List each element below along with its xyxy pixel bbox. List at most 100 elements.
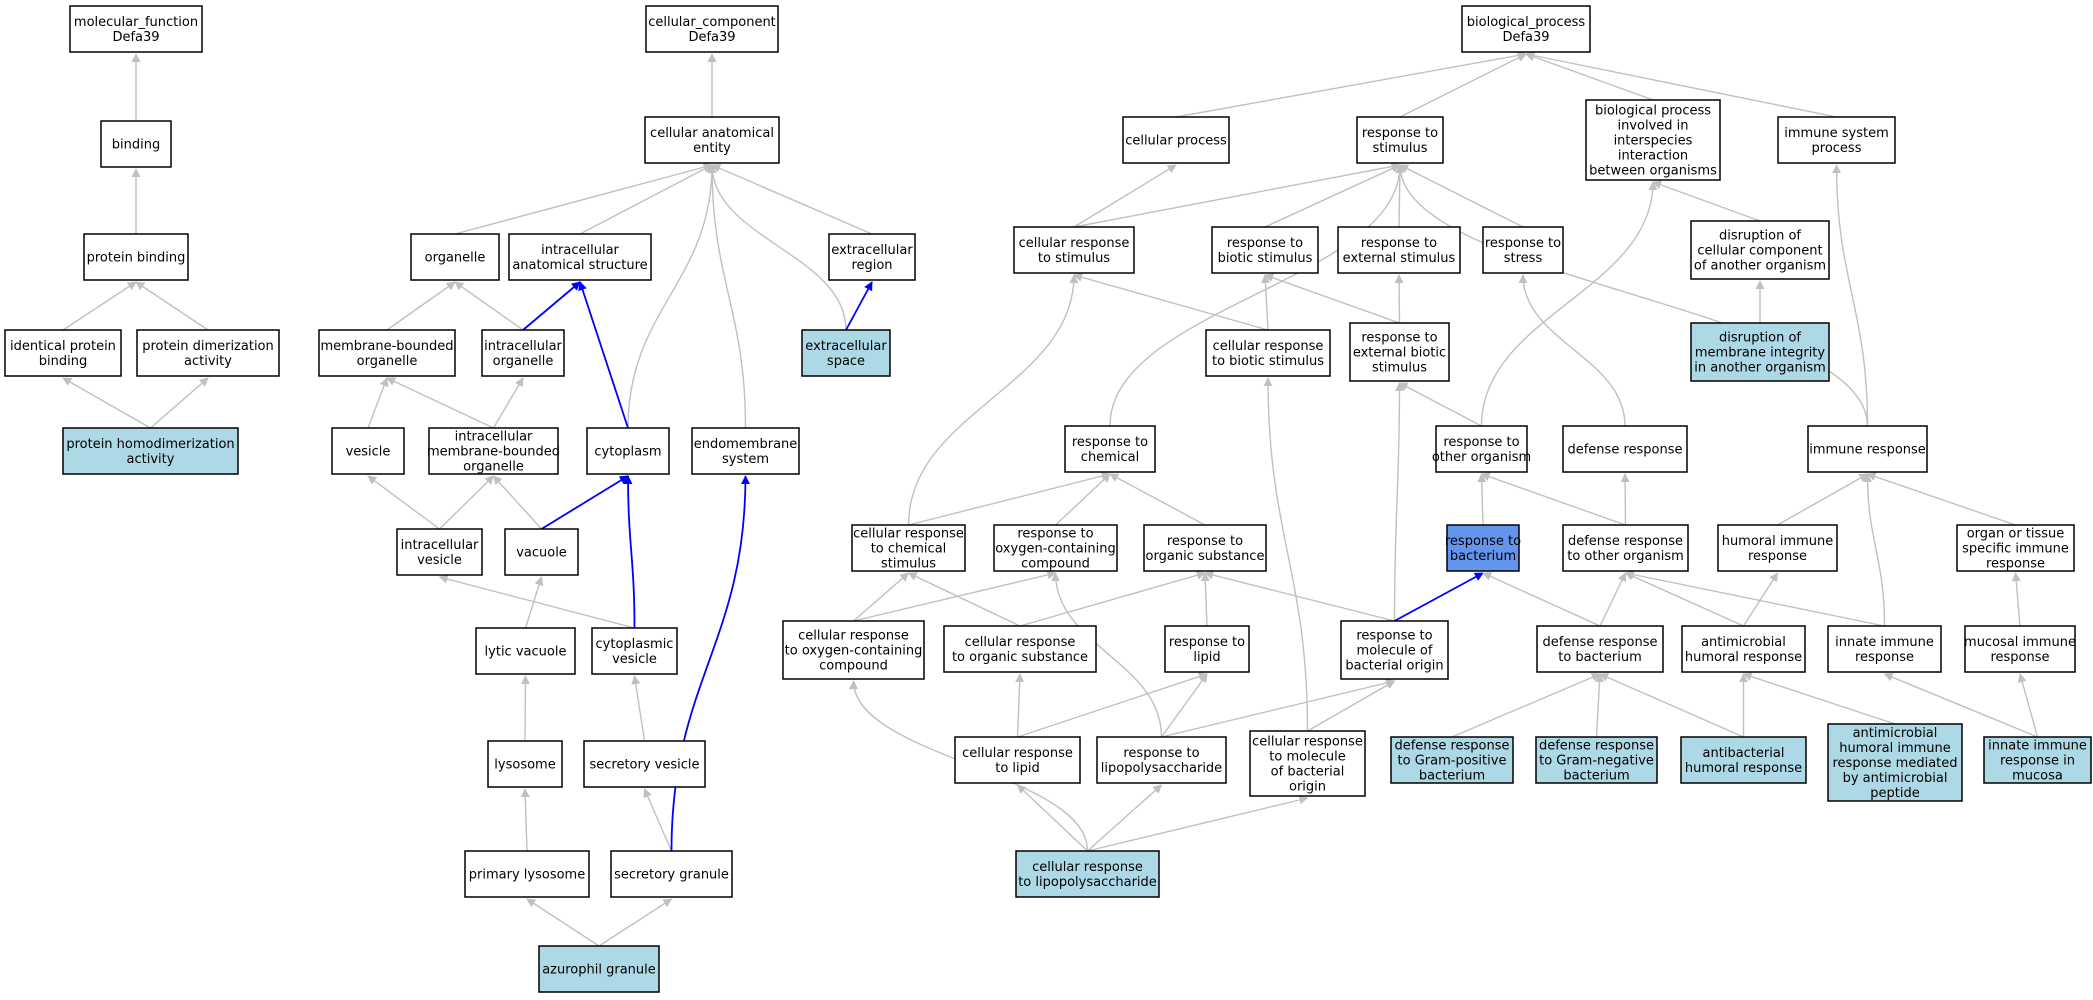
edge <box>1307 680 1396 732</box>
node-label: defense response <box>1539 739 1654 754</box>
node-box <box>1690 322 1830 382</box>
node-label: binding <box>112 138 160 153</box>
node-label: vesicle <box>346 445 391 460</box>
edge <box>367 377 389 429</box>
node-label: to biotic stimulus <box>1212 354 1324 369</box>
node-label: bacterium <box>1563 769 1629 784</box>
node-label: defense response <box>1567 443 1682 458</box>
node-box <box>1681 625 1806 673</box>
is-a-edge <box>623 475 636 629</box>
edge-layer <box>62 51 2039 947</box>
node-label: cellular response <box>853 527 964 542</box>
node-label: protein homodimerization <box>66 437 234 452</box>
edge <box>1260 274 1270 331</box>
node-label: molecule of <box>1357 644 1433 659</box>
is-a-edge <box>1055 473 1111 526</box>
node-label: cellular component <box>1697 244 1822 259</box>
node-label: lytic vacuole <box>485 645 567 660</box>
node-label: peptide <box>1870 786 1919 801</box>
is-a-edge <box>1599 673 1744 738</box>
is-a-edge <box>1307 680 1396 732</box>
node-label: involved in <box>1617 119 1688 134</box>
go-term-node: primary lysosome <box>464 850 590 898</box>
node-box <box>1562 524 1689 572</box>
is-a-edge <box>1087 795 1309 852</box>
node-label: to Gram-negative <box>1539 754 1654 769</box>
node-box <box>782 620 925 680</box>
node-label: space <box>827 354 865 369</box>
node-label: response to <box>1167 534 1243 549</box>
is-a-edge <box>1525 52 1654 101</box>
node-box <box>100 120 172 168</box>
node-label: cytoplasm <box>594 445 661 460</box>
is-a-edge <box>1742 572 1779 627</box>
node-box <box>83 233 189 281</box>
edge <box>1599 572 1627 627</box>
edge <box>1599 673 1744 738</box>
edge <box>1109 164 1405 427</box>
is-a-edge <box>1624 572 1744 627</box>
node-label: membrane-bounded <box>320 339 453 354</box>
edge <box>454 281 524 331</box>
node-box <box>943 625 1097 673</box>
node-box <box>136 329 280 377</box>
edge <box>1525 51 1837 118</box>
node-label: response to <box>1445 534 1521 549</box>
node-label: lysosome <box>494 758 555 773</box>
edge <box>1073 164 1177 228</box>
edge <box>707 164 847 331</box>
edge <box>631 675 646 742</box>
node-label: process <box>1812 141 1862 156</box>
node-label: response in <box>2000 754 2075 769</box>
edge <box>1015 673 1025 738</box>
edge <box>1777 473 1869 526</box>
is-a-edge <box>454 281 524 331</box>
node-box <box>1015 850 1160 898</box>
edge <box>1624 570 1885 627</box>
node-box <box>1536 625 1664 673</box>
node-label: biological_process <box>1467 15 1586 30</box>
node-label: cellular response <box>1032 860 1143 875</box>
edge <box>845 281 873 331</box>
edge <box>1073 162 1401 228</box>
node-box <box>410 233 500 281</box>
node-box <box>1690 220 1830 280</box>
is-a-edge <box>522 281 581 331</box>
node-box <box>583 740 706 788</box>
edge <box>522 281 581 331</box>
node-box <box>396 528 483 576</box>
node-box <box>1435 425 1528 473</box>
node-label: immune response <box>1809 443 1926 458</box>
node-box <box>1680 736 1807 784</box>
edge <box>150 377 209 429</box>
is-a-edge <box>367 475 440 530</box>
is-a-edge <box>670 475 750 852</box>
node-box <box>1096 736 1227 784</box>
node-label: Defa39 <box>688 30 735 45</box>
node-label: to other organism <box>1567 549 1684 564</box>
is-a-edge <box>1175 51 1527 118</box>
is-a-edge <box>541 475 629 530</box>
node-label: response to <box>1362 126 1438 141</box>
node-label: organelle <box>463 460 524 475</box>
node-label: response <box>1748 549 1807 564</box>
node-label: interspecies <box>1614 134 1693 149</box>
node-box <box>1827 723 1963 802</box>
node-label: cytoplasmic <box>596 637 674 652</box>
edge <box>526 898 600 947</box>
node-label: compound <box>819 659 888 674</box>
